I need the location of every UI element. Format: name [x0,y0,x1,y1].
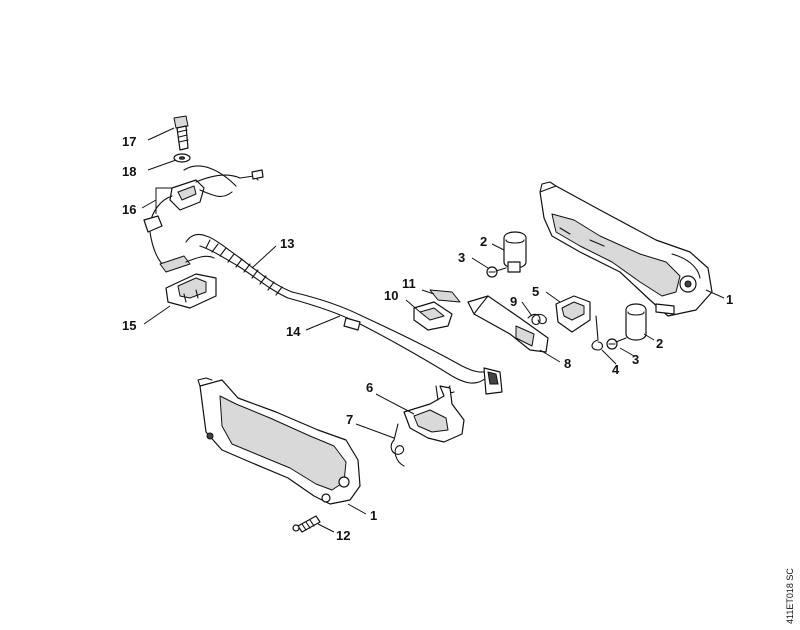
part-14-throttle-cable [287,291,503,395]
document-code: 411ET018 SC [785,568,795,624]
callout-13: 13 [280,236,294,251]
part-12-screw [292,515,321,533]
leader-lines [141,127,725,533]
part-11-plate [429,289,461,303]
callout-9: 9 [510,294,517,309]
part-16-contact-assembly [143,165,264,273]
callout-8: 8 [564,356,571,371]
part-8-trigger [467,295,549,353]
callout-16: 16 [122,202,136,217]
part-4-torsion-spring [591,315,604,351]
part-7-spring [390,423,405,467]
part-10-slide [413,301,453,331]
callout-4: 4 [612,362,620,377]
callout-14: 14 [286,324,301,339]
callout-10: 10 [384,288,398,303]
callout-1-upper: 1 [726,292,733,307]
part-15-switch-housing [165,273,217,309]
callout-3-lower: 3 [632,352,639,367]
callout-11: 11 [402,276,416,291]
callout-2-lower: 2 [656,336,663,351]
part-18-washer [173,153,191,163]
part-2-clamp-upper [503,231,527,273]
callout-3-upper: 3 [458,250,465,265]
part-3-screw-upper [486,266,507,278]
callout-7: 7 [346,412,353,427]
callout-12: 12 [336,528,350,543]
callout-6: 6 [366,380,373,395]
callout-17: 17 [122,134,136,149]
part-1-handle-housing-left [197,377,361,505]
callout-18: 18 [122,164,136,179]
callout-5: 5 [532,284,539,299]
callout-labels: 17 18 16 15 13 14 11 10 9 8 5 4 3 2 3 2 … [122,134,733,543]
part-9-spring [527,313,547,326]
callout-15: 15 [122,318,136,333]
part-3-screw-lower [606,337,627,350]
part-17-screw [173,115,189,151]
callout-1-lower: 1 [370,508,377,523]
part-13-cable-sleeve [185,233,293,299]
callout-2-upper: 2 [480,234,487,249]
part-1-handle-housing-right [539,181,713,317]
part-6-trigger-part [403,385,465,443]
part-2-clamp-lower [625,303,647,341]
part-5-lockout-lever [555,295,591,333]
